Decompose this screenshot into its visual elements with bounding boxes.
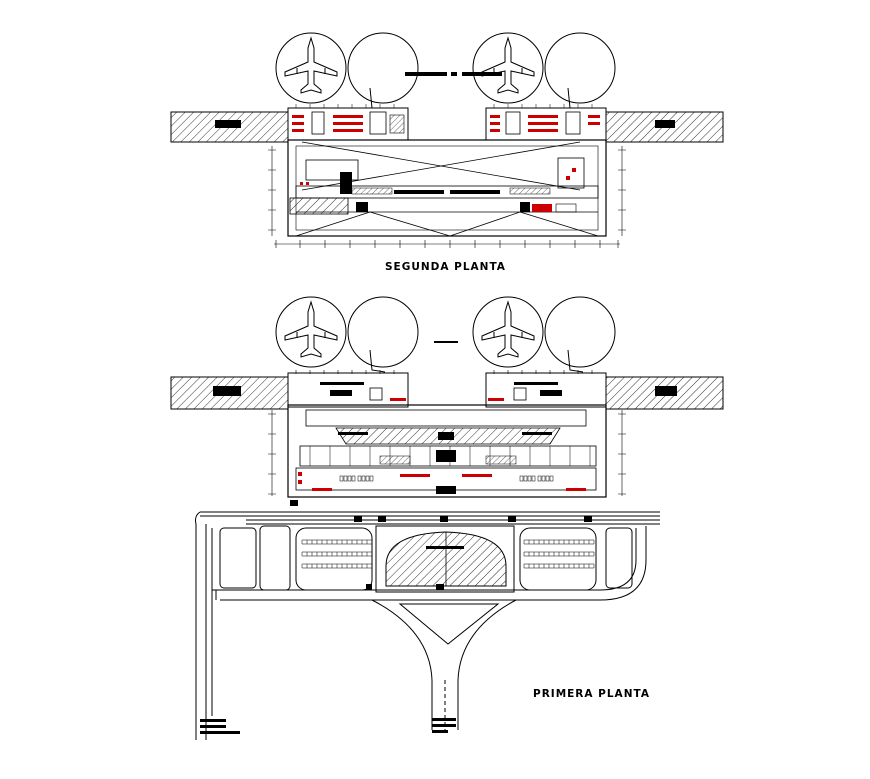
center-marker-lower [434, 341, 458, 343]
check-in-counters-lower [295, 467, 597, 494]
primera-planta-plan [170, 296, 724, 740]
aircraft-stand-circles-lower [275, 296, 616, 368]
gate-module-right-upper [485, 107, 607, 141]
aircraft-stand-circles-upper [275, 32, 616, 104]
airplane-icon [284, 301, 338, 358]
airplane-icon [284, 37, 338, 94]
corridor-upper [295, 168, 599, 199]
gate-module-left-upper [287, 107, 409, 141]
parking-lot-right [519, 527, 597, 591]
central-hall-lower [299, 427, 597, 467]
segunda-planta-title: SEGUNDA PLANTA [385, 261, 506, 273]
parking-lot-left [295, 527, 373, 591]
center-marker-upper [405, 72, 502, 76]
terminal-outline-upper [287, 139, 607, 237]
central-plaza [375, 525, 515, 593]
airplane-icon [481, 301, 535, 358]
segunda-planta-plan [170, 32, 724, 248]
airplane-icon [481, 37, 535, 94]
terminal-outline-lower [287, 404, 607, 498]
primera-planta-title: PRIMERA PLANTA [533, 688, 650, 700]
access-roads [195, 511, 660, 740]
